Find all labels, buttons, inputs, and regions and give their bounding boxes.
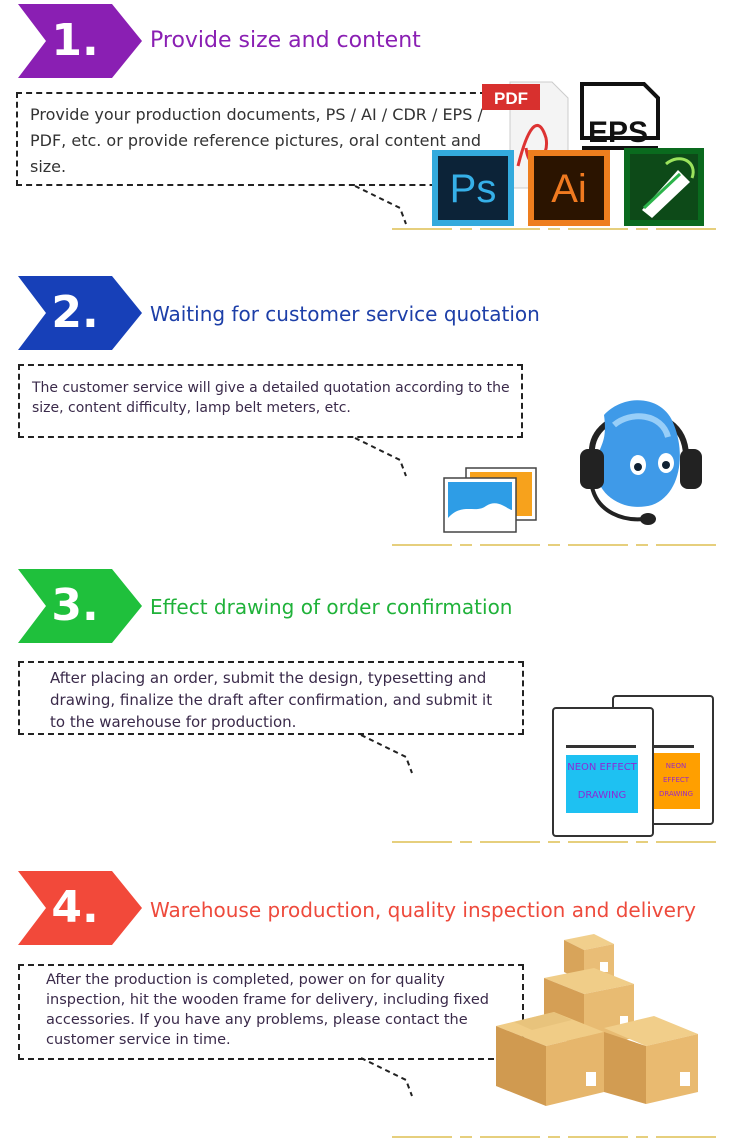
- step-3-ground-line: [392, 841, 722, 843]
- svg-text:Ai: Ai: [551, 167, 587, 211]
- neon-preview-front: NEON EFFECT DRAWING: [566, 755, 638, 813]
- step-1-number: 1.: [51, 15, 99, 66]
- step-2-badge: 2.: [18, 276, 142, 350]
- step-1-description-box: Provide your production documents, PS / …: [16, 92, 486, 186]
- step-4: 4. Warehouse production, quality inspect…: [0, 868, 750, 1147]
- step-3: 3. Effect drawing of order confirmation …: [0, 565, 750, 855]
- step-3-description: After placing an order, submit the desig…: [50, 669, 493, 731]
- step-2-description-box: The customer service will give a detaile…: [18, 364, 523, 438]
- step-1-badge: 1.: [18, 4, 142, 78]
- design-app-icons: Ps Ai: [432, 148, 704, 226]
- chevron-badge-icon: [18, 276, 142, 350]
- step-3-badge: 3.: [18, 569, 142, 643]
- chevron-badge-icon: [18, 871, 142, 945]
- step-3-title: Effect drawing of order confirmation: [150, 595, 513, 619]
- image-icon: [443, 467, 537, 533]
- neon-back-line1: NEON EFFECT: [662, 762, 690, 784]
- pointer-icon: [360, 734, 413, 774]
- step-4-ground-line: [392, 1136, 722, 1138]
- neon-back-line2: DRAWING: [658, 790, 694, 798]
- drawing-card-front: NEON EFFECT DRAWING: [552, 707, 654, 837]
- step-3-number: 3.: [51, 580, 99, 631]
- svg-text:PDF: PDF: [494, 89, 528, 108]
- step-2: 2. Waiting for customer service quotatio…: [0, 270, 750, 560]
- pointer-icon: [354, 437, 407, 477]
- cardboard-boxes-icon: [496, 934, 698, 1106]
- step-2-title: Waiting for customer service quotation: [150, 302, 540, 326]
- step-4-description-box: After the production is completed, power…: [18, 964, 524, 1060]
- chevron-badge-icon: [18, 569, 142, 643]
- step-4-description: After the production is completed, power…: [46, 972, 489, 1048]
- neon-preview-back: NEON EFFECT DRAWING: [652, 753, 700, 809]
- pointer-icon: [354, 185, 407, 225]
- step-4-badge: 4.: [18, 871, 142, 945]
- pointer-icon: [360, 1057, 413, 1097]
- step-4-number: 4.: [51, 882, 99, 933]
- file-format-icons: PDF EPS Ps Ai: [430, 78, 720, 228]
- svg-text:Ps: Ps: [450, 167, 497, 211]
- chevron-badge-icon: [18, 4, 142, 78]
- step-1-title: Provide size and content: [150, 28, 421, 53]
- step-4-title: Warehouse production, quality inspection…: [150, 898, 697, 922]
- step-3-description-box: After placing an order, submit the desig…: [18, 661, 524, 735]
- customer-service-headset-icon: [580, 400, 702, 525]
- step-1-description: Provide your production documents, PS / …: [30, 105, 483, 176]
- neon-front-line2: DRAWING: [577, 790, 627, 801]
- effect-drawing-cards: NEON EFFECT DRAWING NEON EFFECT DRAWING: [552, 695, 722, 840]
- step-1: 1. Provide size and content Provide your…: [0, 0, 750, 240]
- step-2-ground-line: [392, 544, 722, 546]
- step-1-ground-line: [392, 228, 722, 230]
- step-2-number: 2.: [51, 287, 99, 338]
- neon-front-line1: NEON EFFECT: [567, 762, 637, 773]
- svg-text:EPS: EPS: [588, 116, 648, 149]
- step-2-description: The customer service will give a detaile…: [32, 380, 510, 416]
